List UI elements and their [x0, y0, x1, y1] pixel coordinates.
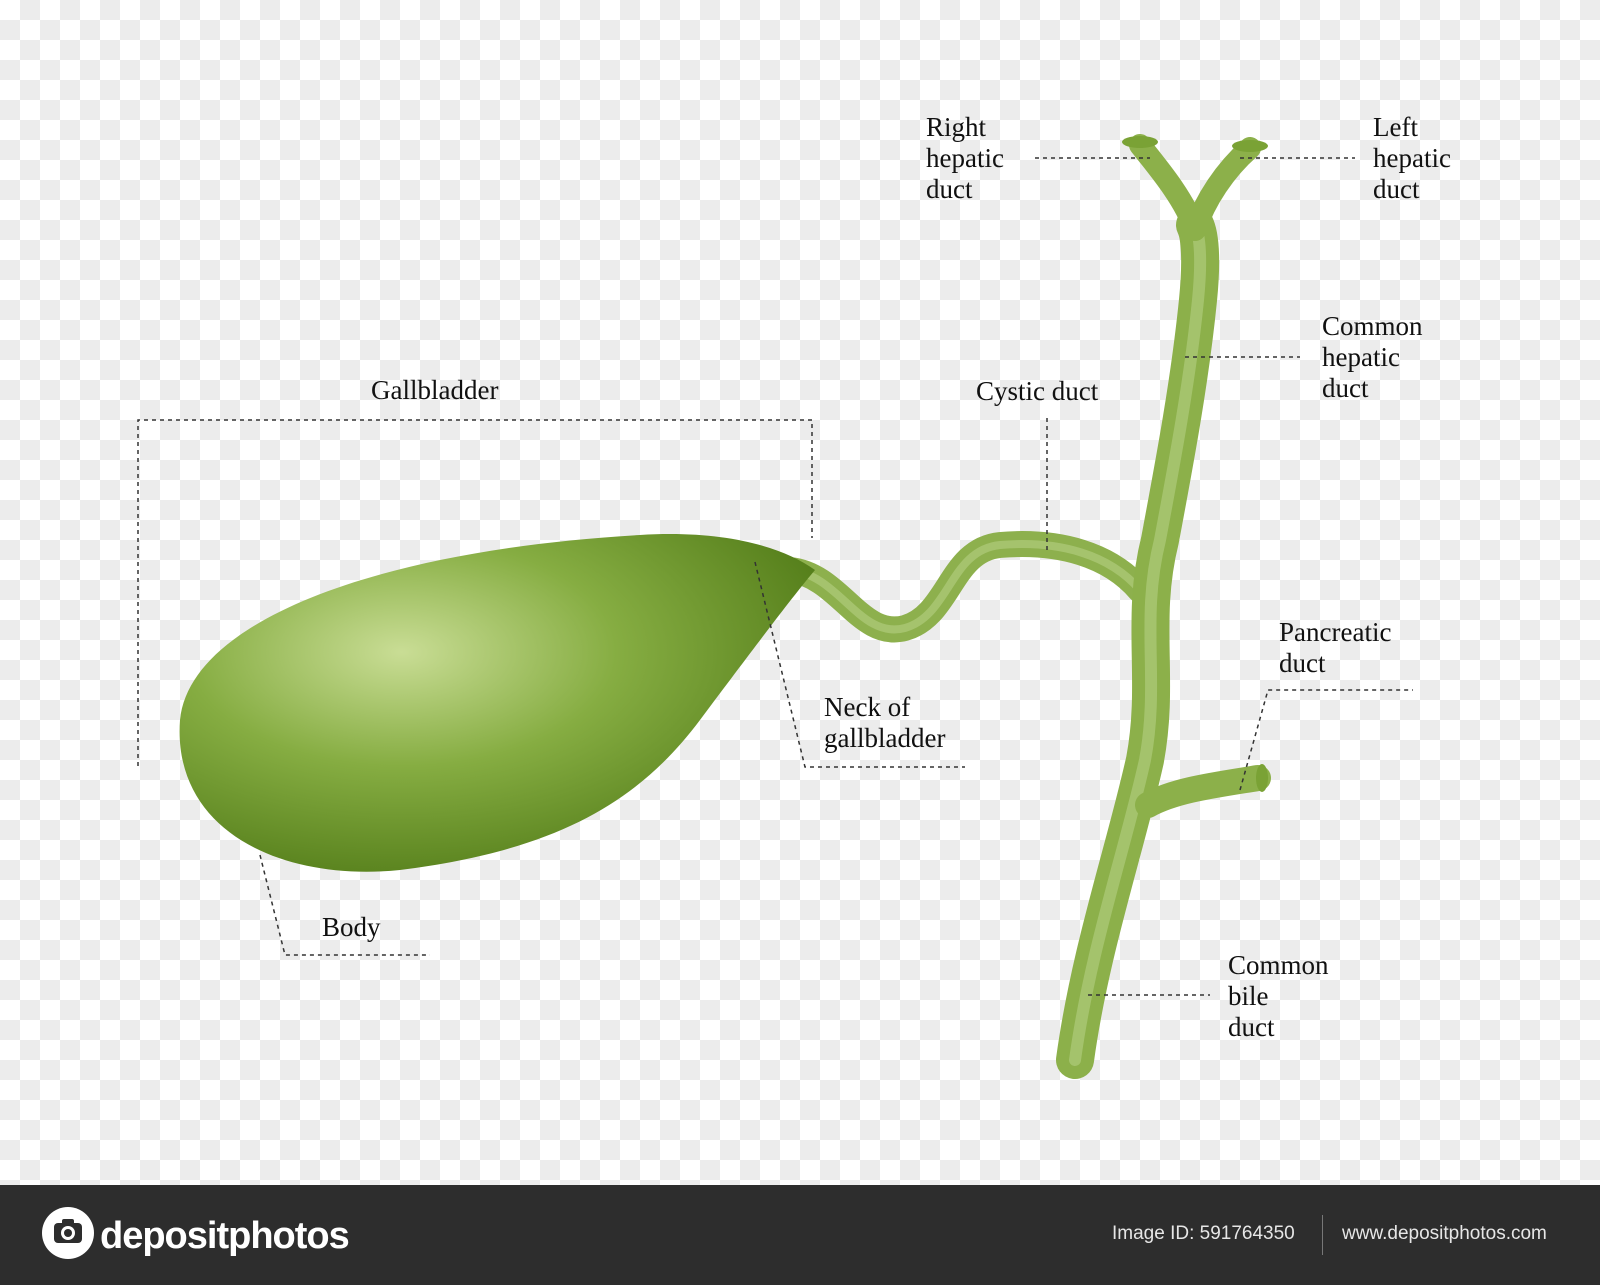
diagram-canvas: Right hepatic duct Left hepatic duct Com…: [0, 0, 1600, 1185]
leader-lines: [137, 157, 1413, 996]
leader-gallbladder: [137, 419, 813, 766]
footer-bar: depositphotos Image ID: 591764350 www.de…: [0, 1185, 1600, 1285]
label-right-hepatic-duct: Right hepatic duct: [926, 112, 1004, 204]
gallbladder-illustration: [137, 134, 1413, 1079]
label-left-hepatic-duct: Left hepatic duct: [1373, 112, 1451, 204]
label-gallbladder: Gallbladder: [371, 375, 499, 405]
label-common-bile-duct: Common bile duct: [1228, 950, 1329, 1042]
label-cystic-duct: Cystic duct: [976, 376, 1099, 406]
gallbladder-shape: [179, 534, 815, 872]
image-id-text: Image ID: 591764350: [1112, 1223, 1295, 1244]
leader-neck: [754, 561, 965, 768]
label-common-hepatic-duct: Common hepatic duct: [1322, 311, 1423, 403]
label-pancreatic-duct: Pancreatic duct: [1279, 617, 1392, 678]
left-hepatic-duct-shape: [1184, 137, 1261, 241]
pancreatic-duct-shape: [1135, 765, 1271, 818]
duct-system: [777, 134, 1271, 1079]
leader-pancreatic: [1239, 689, 1413, 791]
brand-logo-text[interactable]: depositphotos: [100, 1215, 350, 1257]
leader-body: [259, 854, 430, 956]
site-url-link[interactable]: www.depositphotos.com: [1342, 1223, 1547, 1244]
label-body: Body: [322, 912, 381, 942]
label-neck-of-gallbladder: Neck of gallbladder: [824, 692, 946, 753]
camera-icon: [42, 1207, 94, 1259]
footer-divider: [1322, 1215, 1323, 1255]
